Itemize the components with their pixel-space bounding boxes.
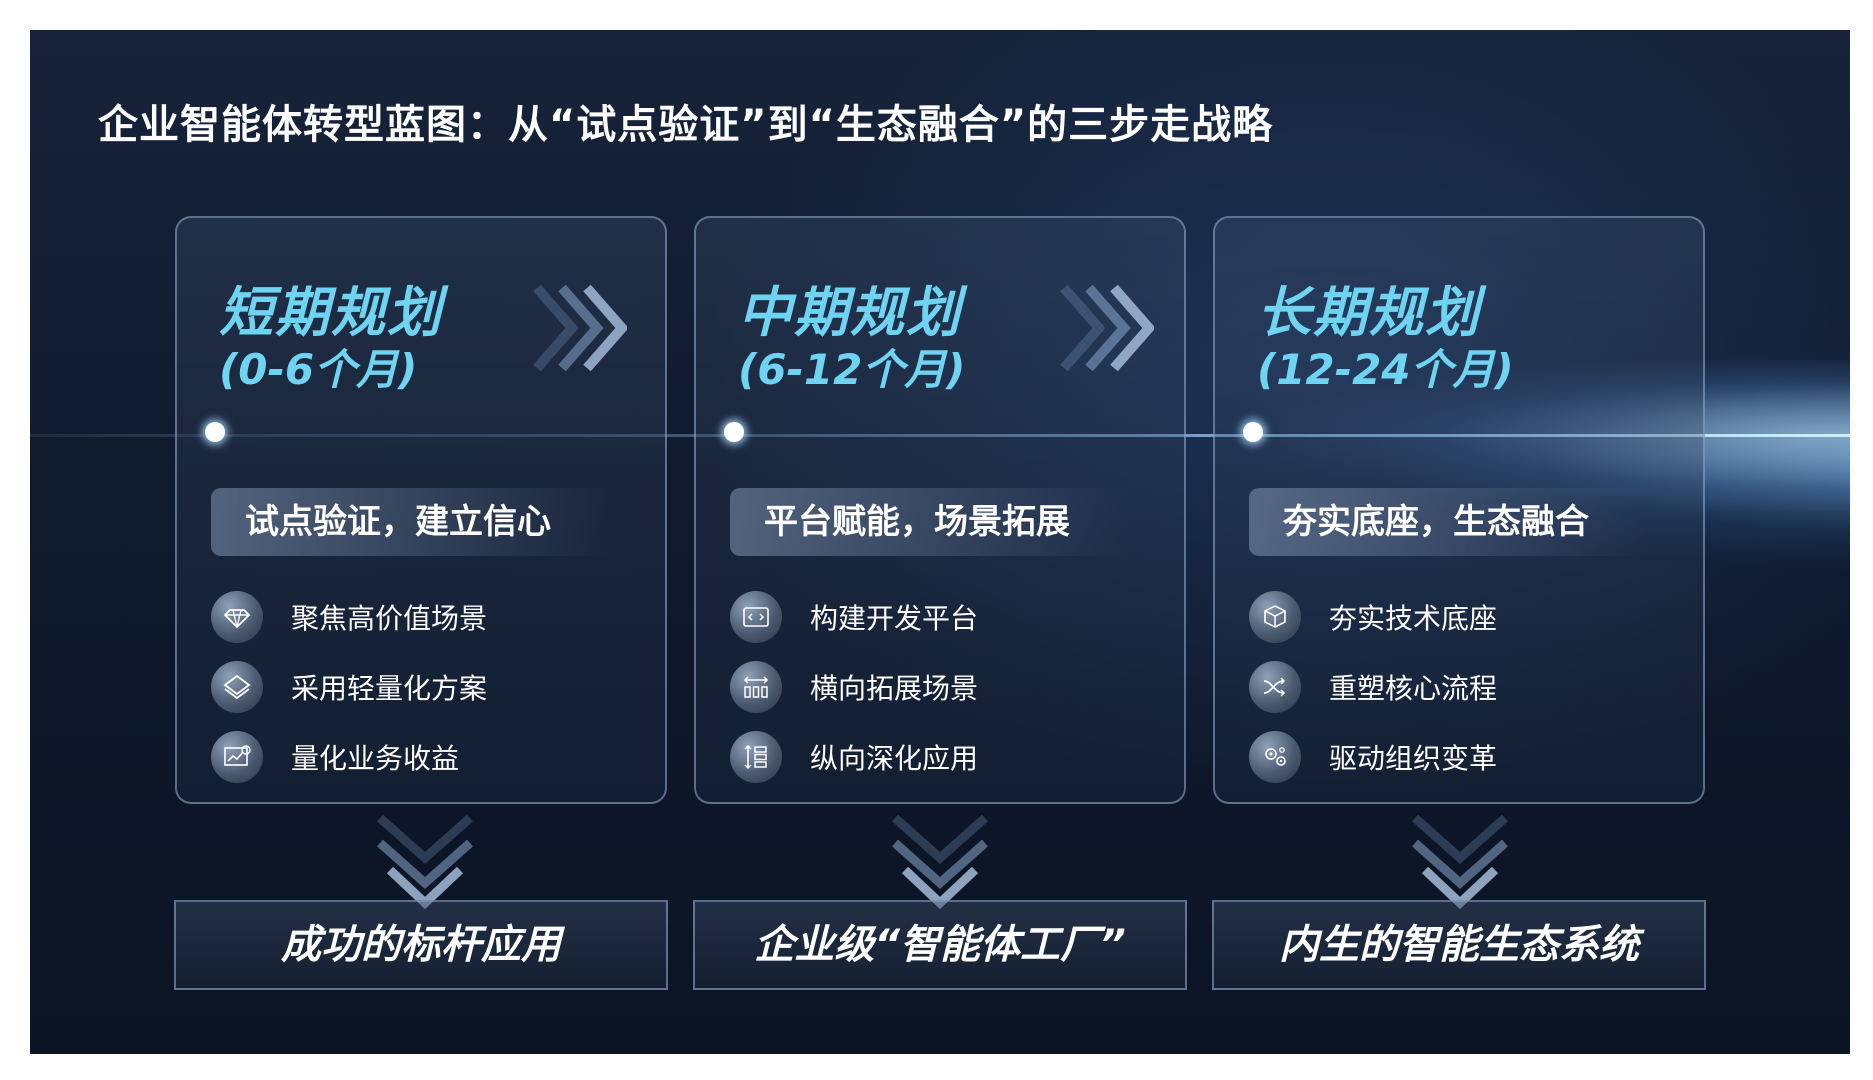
code-window-icon (730, 591, 782, 643)
slide-background: 企业智能体转型蓝图：从“试点验证”到“生态融合”的三步走战略 短期规划 (0-6… (30, 30, 1850, 1054)
list-item: 横向拓展场景 (730, 652, 978, 722)
horizontal-expand-icon (730, 661, 782, 713)
list-item: 驱动组织变革 (1249, 722, 1497, 792)
phase-action-list: 构建开发平台 横向拓展场景 纵向深化应用 (730, 582, 978, 792)
gears-people-icon (1249, 731, 1301, 783)
timeline-node (205, 422, 225, 442)
phase-period: (12-24个月) (1257, 345, 1514, 394)
layers-icon (211, 661, 263, 713)
phase-title: 中期规划 (738, 281, 962, 344)
down-chevron-icon (892, 814, 988, 910)
phase-action-list: 聚焦高价值场景 采用轻量化方案 量化业务收益 (211, 582, 487, 792)
item-label: 采用轻量化方案 (291, 672, 488, 705)
phase-title: 短期规划 (219, 281, 443, 344)
page-title: 企业智能体转型蓝图：从“试点验证”到“生态融合”的三步走战略 (98, 102, 1274, 148)
chart-money-icon (211, 731, 263, 783)
timeline-node (1243, 422, 1263, 442)
process-flow-icon (1249, 661, 1301, 713)
phase-action-list: 夯实技术底座 重塑核心流程 驱动组织变革 (1249, 582, 1497, 792)
outcome-box: 成功的标杆应用 (174, 900, 668, 990)
item-label: 夯实技术底座 (1329, 602, 1498, 635)
list-item: 构建开发平台 (730, 582, 978, 652)
outcome-box: 企业级“智能体工厂” (693, 900, 1187, 990)
item-label: 纵向深化应用 (810, 742, 979, 775)
down-chevron-icon (377, 814, 473, 910)
forward-chevrons-icon (533, 284, 627, 372)
phase-title: 长期规划 (1257, 281, 1481, 344)
item-label: 横向拓展场景 (810, 672, 979, 705)
phase-period: (6-12个月) (738, 345, 966, 394)
item-label: 量化业务收益 (291, 742, 460, 775)
phase-goal-banner: 平台赋能，场景拓展 (730, 488, 1130, 556)
cube-base-icon (1249, 591, 1301, 643)
list-item: 量化业务收益 (211, 722, 487, 792)
item-label: 重塑核心流程 (1329, 672, 1498, 705)
list-item: 夯实技术底座 (1249, 582, 1497, 652)
phase-card-long-term: 长期规划 (12-24个月) 夯实底座，生态融合 夯实技术底座 重塑核心流程 (1213, 216, 1705, 804)
list-item: 聚焦高价值场景 (211, 582, 487, 652)
phase-card-short-term: 短期规划 (0-6个月) 试点验证，建立信心 聚焦高价值场景 采用轻量化方案 (175, 216, 667, 804)
phase-goal-banner: 夯实底座，生态融合 (1249, 488, 1649, 556)
timeline-node (724, 422, 744, 442)
list-item: 采用轻量化方案 (211, 652, 487, 722)
list-item: 重塑核心流程 (1249, 652, 1497, 722)
phase-goal-banner: 试点验证，建立信心 (211, 488, 611, 556)
list-item: 纵向深化应用 (730, 722, 978, 792)
item-label: 聚焦高价值场景 (291, 602, 488, 635)
item-label: 构建开发平台 (810, 602, 979, 635)
timeline-line (30, 434, 1850, 437)
forward-chevrons-icon (1060, 284, 1154, 372)
vertical-deepen-icon (730, 731, 782, 783)
item-label: 驱动组织变革 (1329, 742, 1498, 775)
down-chevron-icon (1412, 814, 1508, 910)
diamond-icon (211, 591, 263, 643)
outcome-box: 内生的智能生态系统 (1212, 900, 1706, 990)
phase-card-mid-term: 中期规划 (6-12个月) 平台赋能，场景拓展 构建开发平台 横向拓展场景 (694, 216, 1186, 804)
phase-period: (0-6个月) (219, 345, 418, 394)
